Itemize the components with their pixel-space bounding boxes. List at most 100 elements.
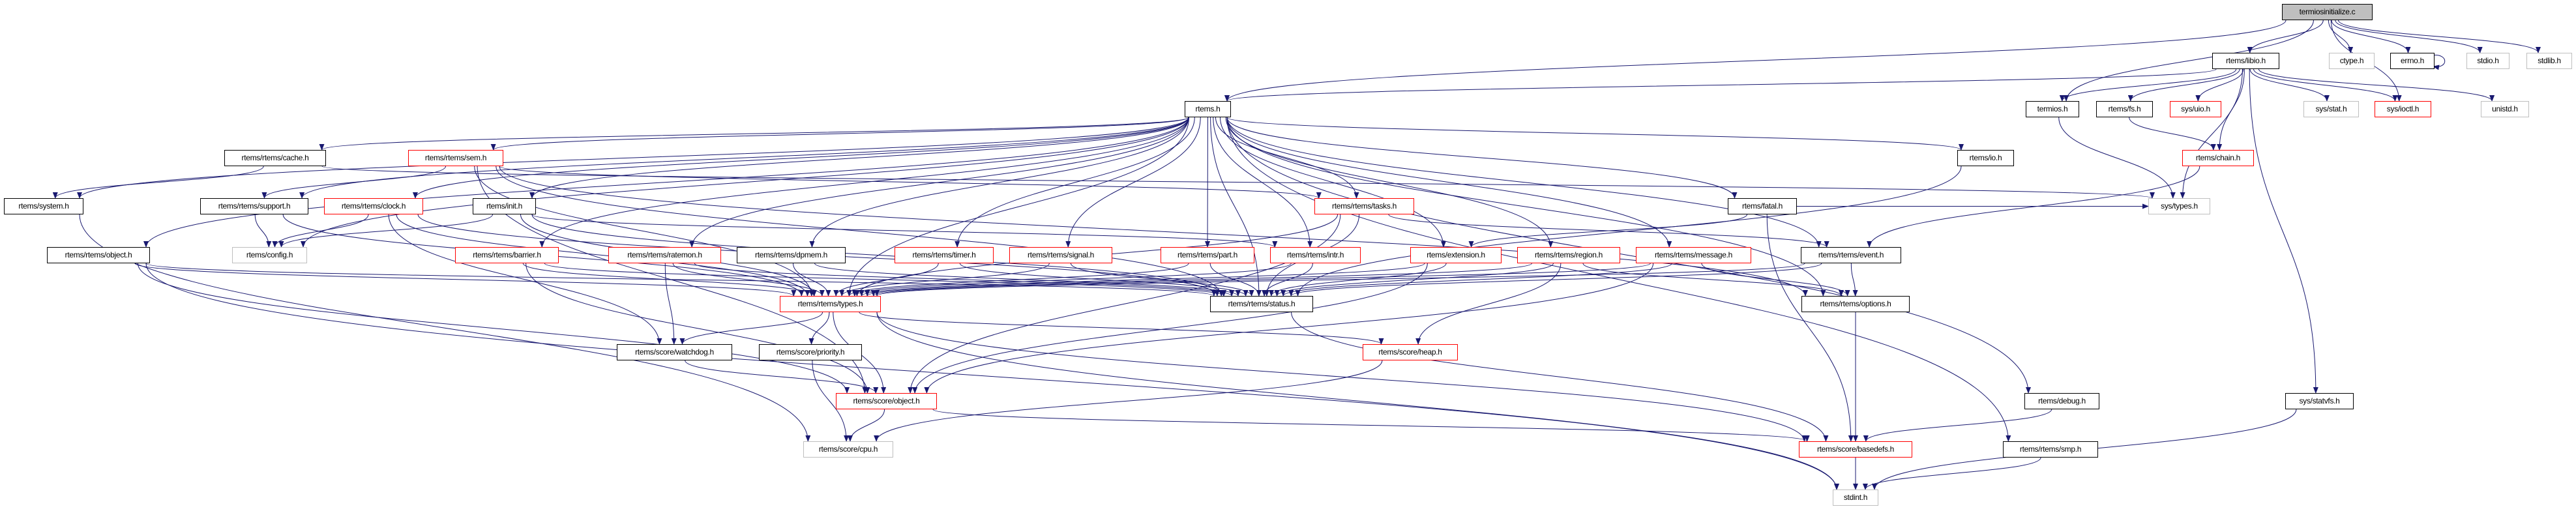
node-rtems-rtems-options-h[interactable]: rtems/rtems/options.h [1801,296,1910,312]
edge-clock-to-types [396,214,810,297]
edge-rtems-to-support [299,117,1189,199]
node-sys-stat-h: sys/stat.h [2303,101,2359,117]
node-rtems-system-h[interactable]: rtems/system.h [4,198,83,214]
edge-rtems-to-init [529,117,1189,199]
edge-rtems-to-dpmem [809,117,1189,248]
edge-rtems-to-status [1210,117,1262,297]
edge-region-to-options [1582,263,1844,297]
edge-event-to-status [1288,263,1822,297]
node-rtems-debug-h[interactable]: rtems/debug.h [2024,393,2099,409]
node-rtems-score-priority-h[interactable]: rtems/score/priority.h [759,344,862,360]
edge-errno-to-errno [2431,55,2446,70]
node-rtems-rtems-part-h[interactable]: rtems/rtems/part.h [1161,247,1254,263]
edge-types-to-watchdog [679,312,823,345]
node-sys-ioctl-h[interactable]: sys/ioctl.h [2375,101,2431,117]
node-rtems-rtems-cache-h[interactable]: rtems/rtems/cache.h [224,150,326,166]
edge-ratemon-to-watchdog [664,263,677,345]
edge-status-to-basedefs [1291,312,1829,442]
node-rtems-rtems-dpmem-h[interactable]: rtems/rtems/dpmem.h [737,247,846,263]
node-rtems-rtems-tasks-h[interactable]: rtems/rtems/tasks.h [1314,198,1414,214]
node-rtems-score-heap-h[interactable]: rtems/score/heap.h [1363,344,1458,360]
edge-rtems-to-extension [1220,117,1446,248]
node-rtems-score-watchdog-h[interactable]: rtems/score/watchdog.h [617,344,732,360]
edge-cache-to-system [52,166,264,199]
edge-signal-to-status [1070,263,1254,297]
edge-libio-to-unistd [2258,68,2495,102]
edge-rtems-to-config [301,117,1189,248]
node-rtems-io-h[interactable]: rtems/io.h [1957,150,2014,166]
node-stdint-h: stdint.h [1833,489,1878,506]
node-rtems-fs-h[interactable]: rtems/fs.h [2096,101,2153,117]
edge-io-to-status [1295,166,1962,297]
node-rtems-rtems-message-h[interactable]: rtems/rtems/message.h [1636,247,1751,263]
edge-ratemon-to-status [694,263,1234,297]
edge-priority-to-cpu [812,360,850,442]
edge-root-to-stdio [2335,20,2483,53]
node-rtems-rtems-signal-h[interactable]: rtems/rtems/signal.h [1009,247,1112,263]
node-rtems-fatal-h[interactable]: rtems/fatal.h [1728,198,1797,214]
node-rtems-rtems-region-h[interactable]: rtems/rtems/region.h [1517,247,1620,263]
edge-support-to-config [254,214,272,248]
node-rtems-rtems-clock-h[interactable]: rtems/rtems/clock.h [324,198,423,214]
edge-ratemon-to-types [672,263,825,297]
edge-rtems-to-fatal [1226,117,1738,199]
edge-libio-to-uio [2195,68,2244,102]
edge-root-to-stdlib [2338,20,2541,53]
edge-region-to-status [1274,263,1554,297]
node-rtems-extension-h[interactable]: rtems/extension.h [1410,247,1502,263]
edge-debug-to-basedefs [1863,409,2052,442]
edge-root-to-errno [2331,20,2411,53]
edge-fs-to-chain [2129,117,2216,151]
node-rtems-rtems-event-h[interactable]: rtems/rtems/event.h [1801,247,1901,263]
edge-extension-to-types [859,263,1425,297]
edge-rtems-to-event [1226,117,1822,248]
node-rtems-libio-h[interactable]: rtems/libio.h [2212,53,2279,69]
node-rtems-score-object-h[interactable]: rtems/score/object.h [836,393,937,409]
edge-rtems-to-system [77,117,1189,199]
edge-message-to-options [1701,263,1850,297]
edge-message-to-scoreobj [924,263,1654,394]
edge-init-to-config [278,214,493,248]
edge-termios-to-systypes [2058,117,2176,199]
edge-rtems-to-signal [1065,117,1201,248]
edge-rtems-to-clock [413,117,1189,199]
node-termios-h[interactable]: termios.h [2026,101,2079,117]
node-rtems-rtems-timer-h[interactable]: rtems/rtems/timer.h [895,247,994,263]
node-rtems-rtems-object-h[interactable]: rtems/rtems/object.h [47,247,150,263]
node-rtems-rtems-ratemon-h[interactable]: rtems/rtems/ratemon.h [608,247,721,263]
edge-rtems-to-tasks [1215,117,1359,199]
edge-watchdog-to-scoreobj [685,360,879,394]
edge-sem-to-options [499,166,1808,297]
edge-timer-to-types [833,263,939,297]
node-rtems-rtems-types-h[interactable]: rtems/rtems/types.h [780,296,881,312]
edge-rtems-to-timer [955,117,1195,248]
edge-types-to-priority [808,312,830,345]
node-stdio-h: stdio.h [2466,53,2509,69]
node-sys-uio-h[interactable]: sys/uio.h [2170,101,2221,117]
edge-rtems-to-options [1226,117,1826,297]
node-rtems-rtems-barrier-h[interactable]: rtems/rtems/barrier.h [455,247,559,263]
node-rtems-score-basedefs-h[interactable]: rtems/score/basedefs.h [1799,441,1912,458]
edge-libio-to-termios [2059,68,2237,102]
edge-rtems-to-types [846,117,1190,297]
node-rtems-h[interactable]: rtems.h [1185,101,1231,117]
edge-fatal-to-extension [1468,214,1747,248]
node-errno-h[interactable]: errno.h [2390,53,2435,69]
edge-heap-to-cpu [874,360,1383,442]
node-rtems-init-h[interactable]: rtems/init.h [473,198,536,214]
node-rtems-rtems-smp-h[interactable]: rtems/rtems/smp.h [2003,441,2098,458]
node-rtems-rtems-sem-h[interactable]: rtems/rtems/sem.h [408,150,503,166]
edge-object-to-status [145,263,1217,297]
node-rtems-rtems-support-h[interactable]: rtems/rtems/support.h [200,198,308,214]
node-ctype-h: ctype.h [2329,53,2375,69]
node-termiosinitialize-c[interactable]: termiosinitialize.c [2282,4,2373,20]
edge-object-to-scoreobj [137,263,850,394]
edge-init-to-intr [531,214,1277,248]
node-sys-statvfs-h[interactable]: sys/statvfs.h [2285,393,2354,409]
node-rtems-rtems-intr-h[interactable]: rtems/rtems/intr.h [1270,247,1361,263]
node-rtems-rtems-status-h[interactable]: rtems/rtems/status.h [1210,296,1313,312]
node-rtems-chain-h[interactable]: rtems/chain.h [2182,150,2254,166]
edge-intr-to-types [851,263,1292,297]
edge-libio-to-ioctl [2253,68,2398,102]
